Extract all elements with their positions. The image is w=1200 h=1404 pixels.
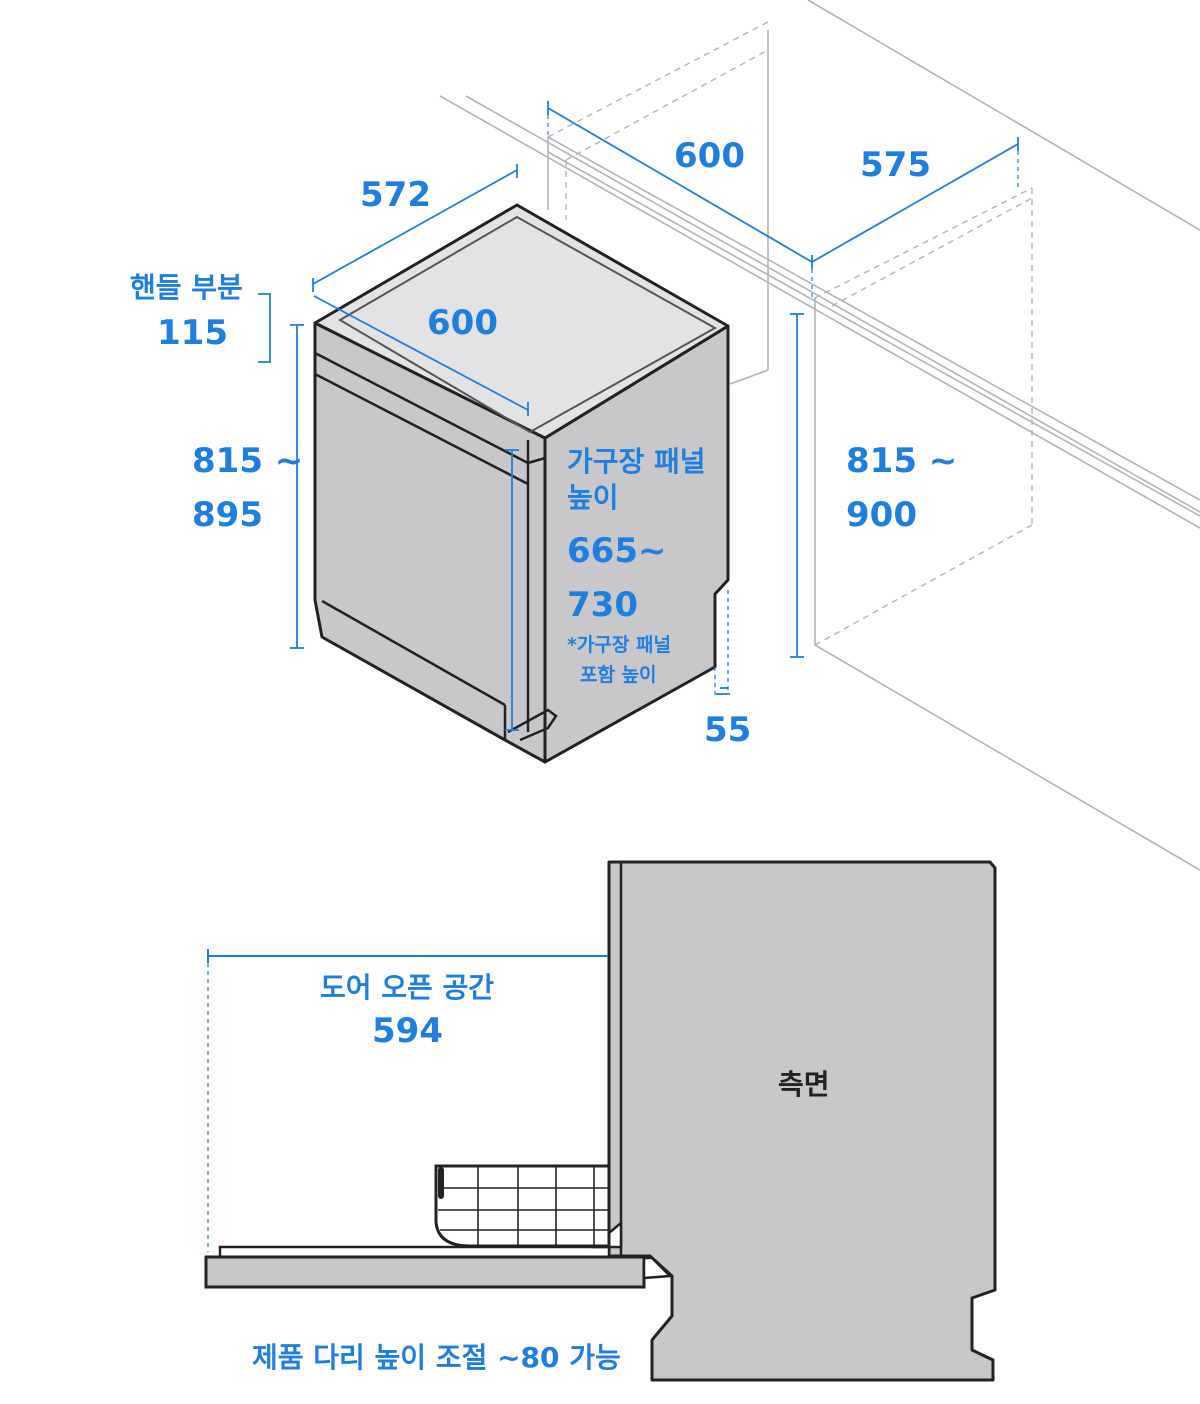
open-door (204, 1255, 646, 1289)
side-label: 측면 (778, 1068, 830, 1101)
plinth-value: 55 (704, 710, 752, 750)
panel-note-2: 포함 높이 (580, 664, 657, 686)
door-open-label: 도어 오픈 공간 (320, 971, 495, 1004)
handle-part-label: 핸들 부분 (130, 271, 243, 304)
panel-title-1: 가구장 패널 (567, 445, 706, 478)
panel-note-1: *가구장 패널 (567, 634, 671, 656)
iso-extension-lines (714, 590, 729, 698)
cabinet-height-range-1: 815 ~ (846, 441, 958, 481)
iso-height-range-1: 815 ~ (192, 441, 304, 481)
dishwasher-iso (313, 203, 730, 764)
iso-front-details (314, 215, 718, 742)
cabinet-dimension-lines (547, 101, 1019, 658)
panel-range-2: 730 (567, 585, 638, 625)
cabinet-niche (439, 0, 1200, 871)
door-open-value: 594 (372, 1011, 443, 1051)
iso-depth-value: 572 (360, 175, 431, 215)
rack-basket (434, 1164, 611, 1248)
side-view (204, 860, 997, 1382)
door-hinge (642, 1256, 672, 1280)
leg-height-note: 제품 다리 높이 조절 ~80 가능 (252, 1341, 621, 1374)
door-open-dimension (207, 949, 608, 1252)
iso-width-value: 600 (427, 303, 498, 343)
iso-height-range-2: 895 (192, 495, 263, 535)
panel-range-1: 665~ (567, 531, 667, 571)
side-body (607, 860, 997, 1382)
cabinet-width-value: 600 (674, 136, 745, 176)
handle-part-value: 115 (157, 313, 228, 353)
iso-dimension-lines (258, 164, 730, 731)
cabinet-extension-lines (547, 115, 1019, 300)
cabinet-depth-value: 575 (860, 145, 931, 185)
panel-title-2: 높이 (567, 481, 619, 514)
cabinet-height-range-2: 900 (846, 495, 917, 535)
